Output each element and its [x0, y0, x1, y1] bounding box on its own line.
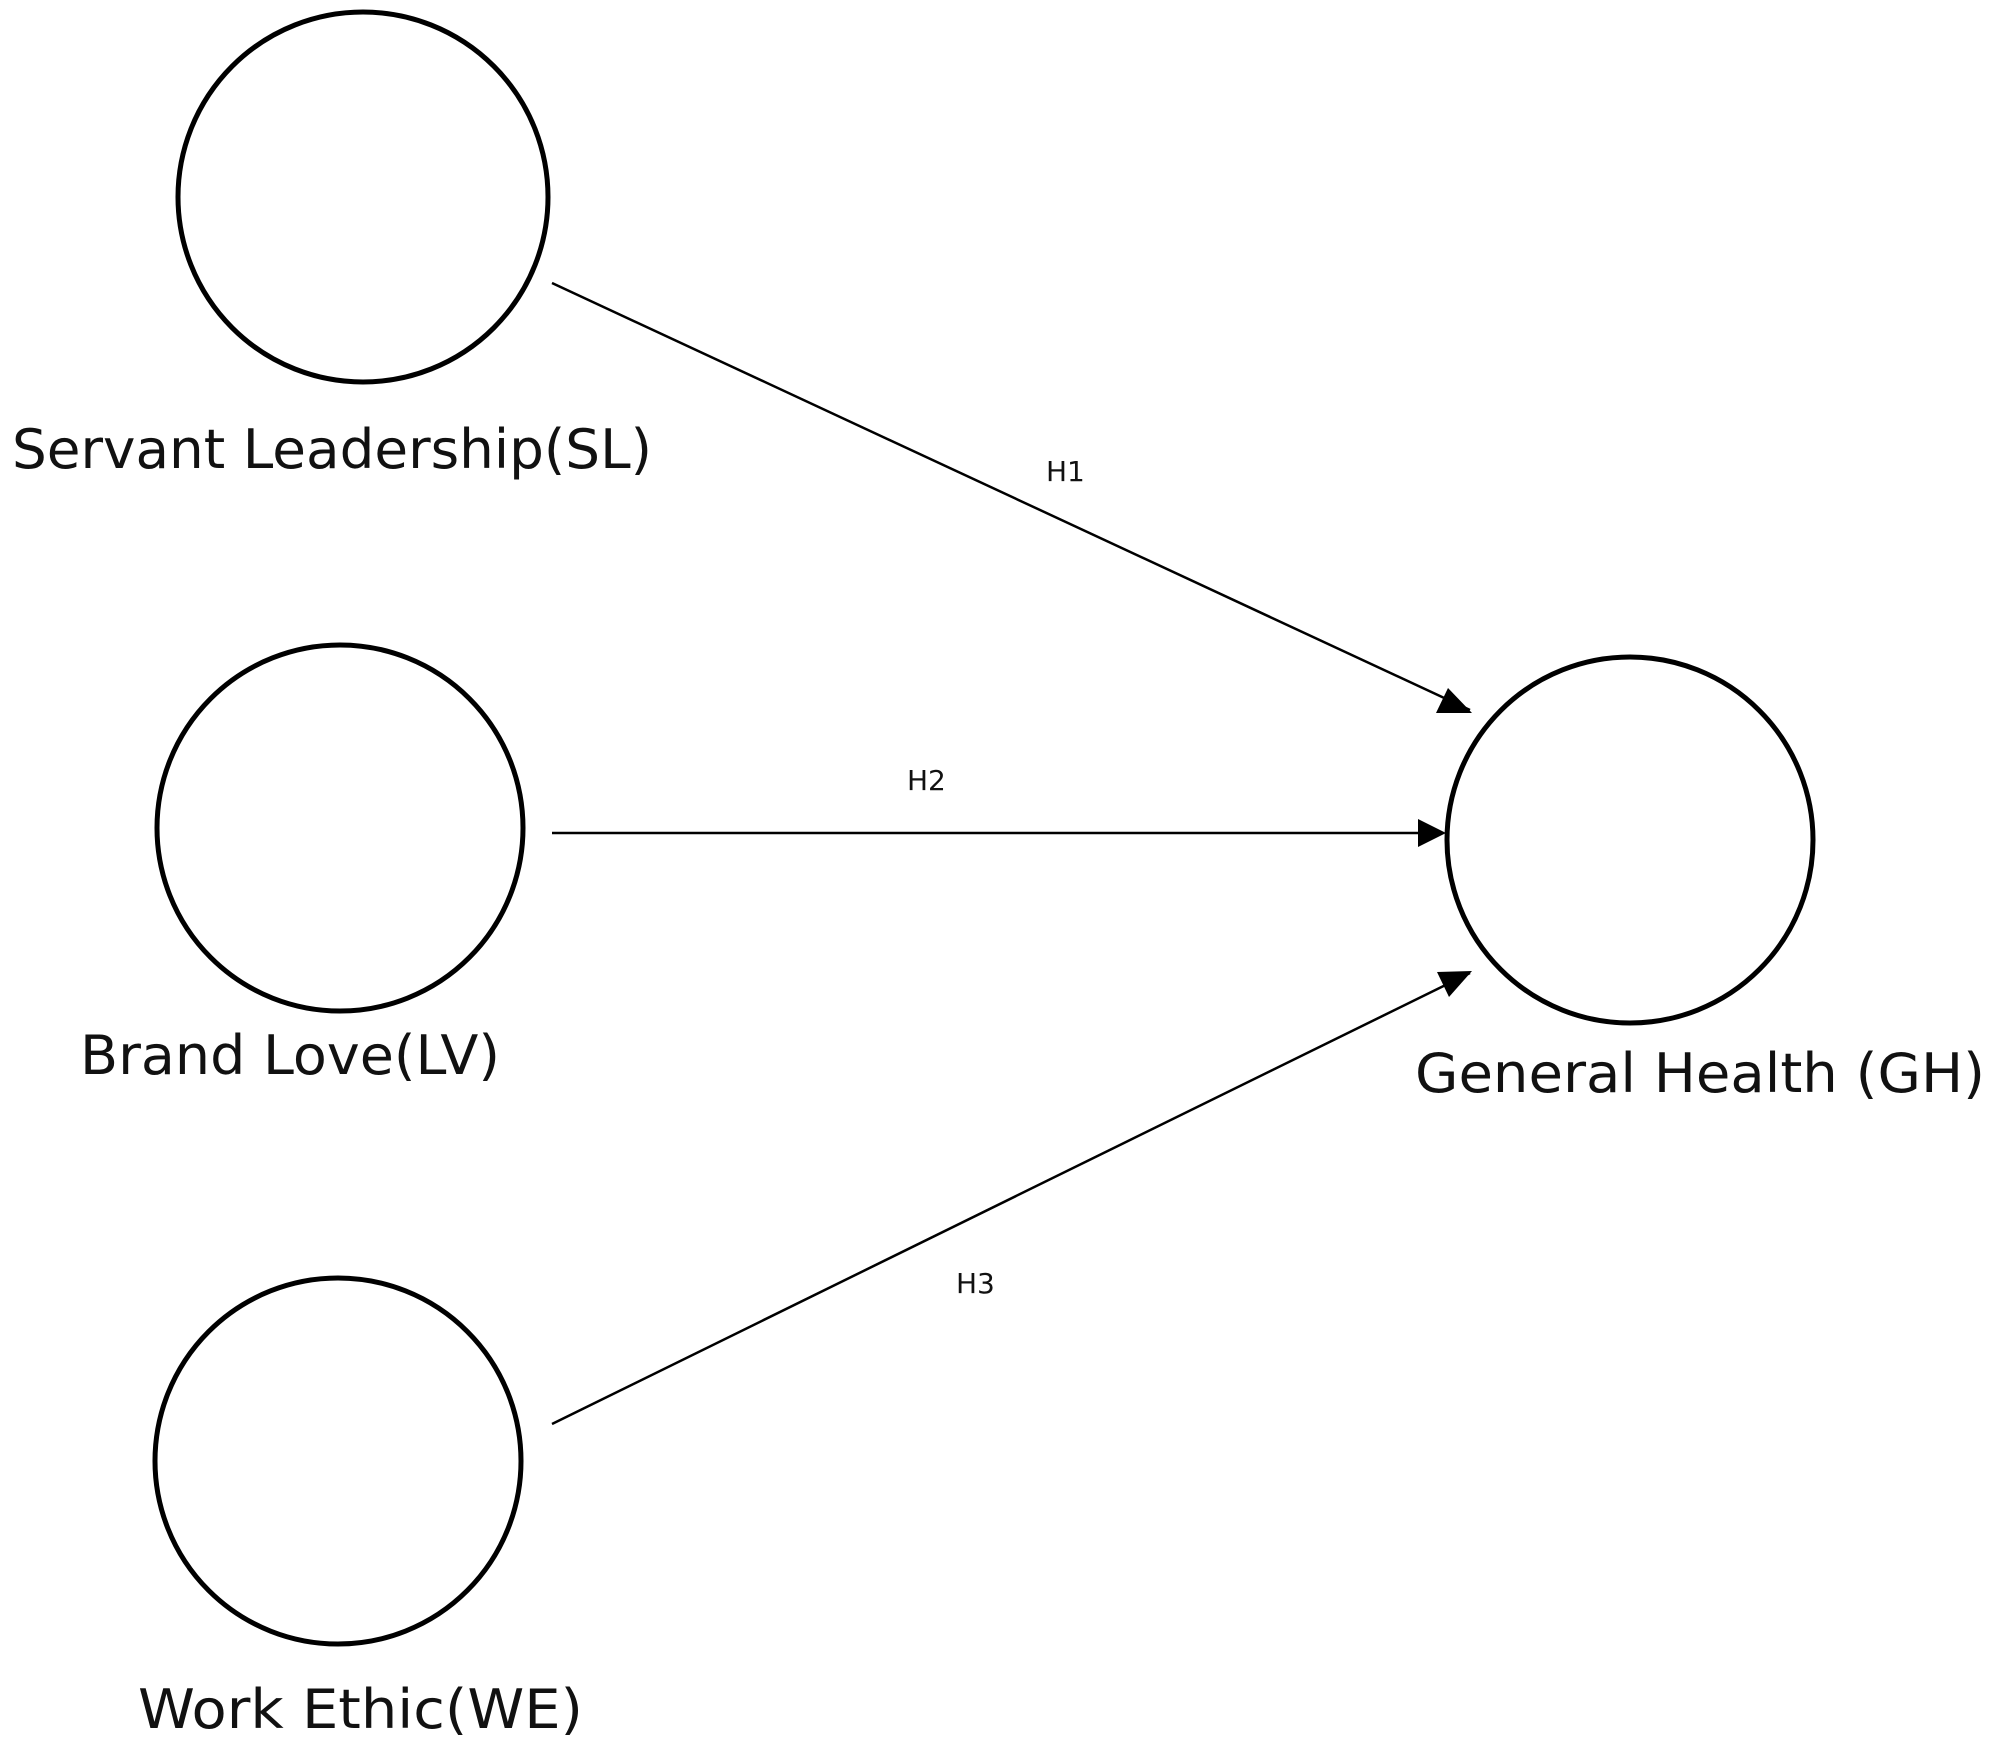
- edge-h2-arrowhead: [1418, 819, 1446, 847]
- node-label-servant-leadership: Servant Leadership(SL): [12, 418, 652, 481]
- edge-label-h3: H3: [956, 1267, 995, 1300]
- edge-h3-arrowhead: [1437, 971, 1472, 997]
- node-servant-leadership: [175, 9, 551, 385]
- edge-label-h2: H2: [907, 764, 946, 797]
- edge-label-h1: H1: [1046, 455, 1085, 488]
- node-label-work-ethic: Work Ethic(WE): [138, 1678, 583, 1741]
- edge-h3-arrow: [551, 971, 1471, 1426]
- node-label-brand-love: Brand Love(LV): [80, 1024, 500, 1087]
- node-label-general-health: General Health (GH): [1415, 1042, 1985, 1105]
- edge-h1-arrow: [551, 281, 1471, 712]
- edge-h1-arrowhead: [1436, 688, 1472, 713]
- node-general-health: [1444, 654, 1816, 1026]
- node-work-ethic: [152, 1275, 524, 1647]
- node-brand-love: [154, 642, 526, 1014]
